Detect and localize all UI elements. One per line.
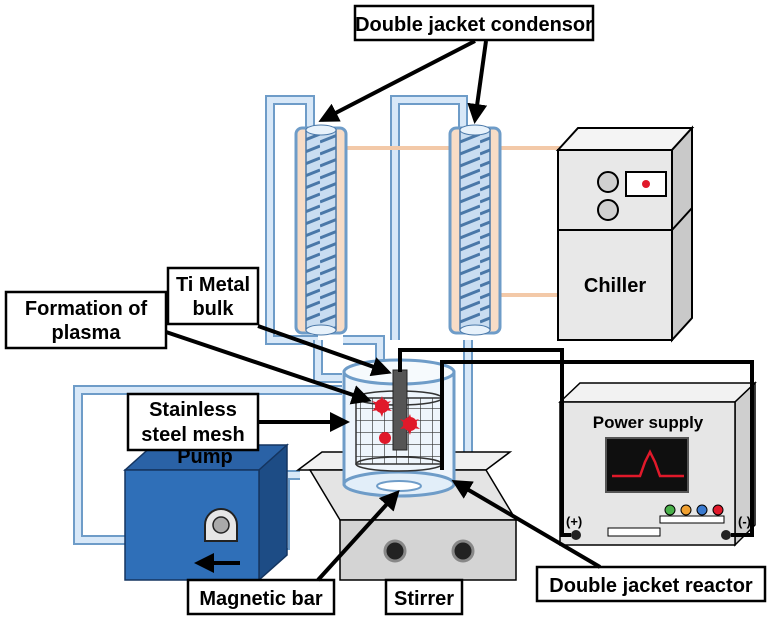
chiller-knob-1 [597, 171, 619, 193]
svg-text:Double jacket reactor: Double jacket reactor [549, 575, 753, 597]
power-minus-label: (-) [738, 514, 751, 529]
svg-text:Magnetic bar: Magnetic bar [199, 588, 323, 610]
power-minus-terminal [721, 530, 731, 540]
pump: Pump [123, 443, 289, 582]
svg-text:Stainless: Stainless [149, 399, 237, 421]
label-reactor: Double jacket reactor [451, 479, 767, 603]
power-plus-label: (+) [566, 514, 582, 529]
tubing [73, 95, 602, 550]
svg-text:bulk: bulk [192, 298, 234, 320]
label-condenser: Double jacket condensor [318, 4, 595, 124]
chiller-display [625, 171, 667, 197]
label-ti-metal: Ti Metal bulk [166, 266, 392, 377]
svg-text:Double jacket condensor: Double jacket condensor [355, 14, 593, 36]
label-stirrer: Stirrer [384, 578, 464, 616]
chiller-knob-2 [597, 199, 619, 221]
plasma-sparks [372, 396, 420, 444]
stirrer-knob-1 [383, 539, 407, 563]
svg-text:plasma: plasma [52, 322, 122, 344]
ti-metal-rod [392, 369, 408, 451]
label-magnetic-bar: Magnetic bar [186, 490, 400, 616]
chiller-indicator [642, 180, 650, 188]
svg-text:Ti Metal: Ti Metal [176, 274, 250, 296]
svg-text:Stirrer: Stirrer [394, 588, 454, 610]
condenser-left [294, 124, 348, 336]
magnetic-stir-bar [376, 480, 422, 492]
label-mesh: Stainless steel mesh [126, 392, 350, 452]
svg-text:steel mesh: steel mesh [141, 424, 244, 446]
condenser-right [448, 124, 502, 336]
power-plus-terminal [571, 530, 581, 540]
chiller: Chiller [555, 125, 695, 343]
power-supply-label: Power supply [593, 413, 704, 432]
power-signal-trace [612, 449, 684, 478]
reactor [342, 358, 456, 498]
power-supply-screen [605, 437, 689, 493]
chiller-label: Chiller [584, 275, 646, 297]
svg-text:Formation of: Formation of [25, 298, 148, 320]
power-supply: Power supply (+) (-) [558, 381, 757, 547]
wires [398, 348, 754, 537]
pump-label: Pump [177, 446, 233, 468]
label-plasma: Formation of plasma [4, 290, 372, 405]
stirrer-knob-2 [451, 539, 475, 563]
